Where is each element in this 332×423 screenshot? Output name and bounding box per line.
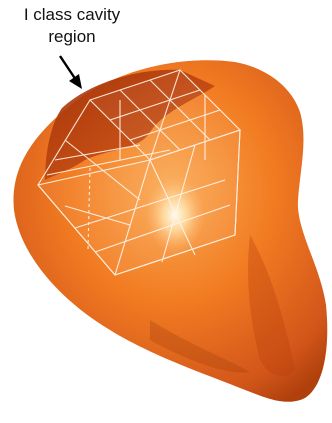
annotation-arrow	[60, 56, 82, 89]
